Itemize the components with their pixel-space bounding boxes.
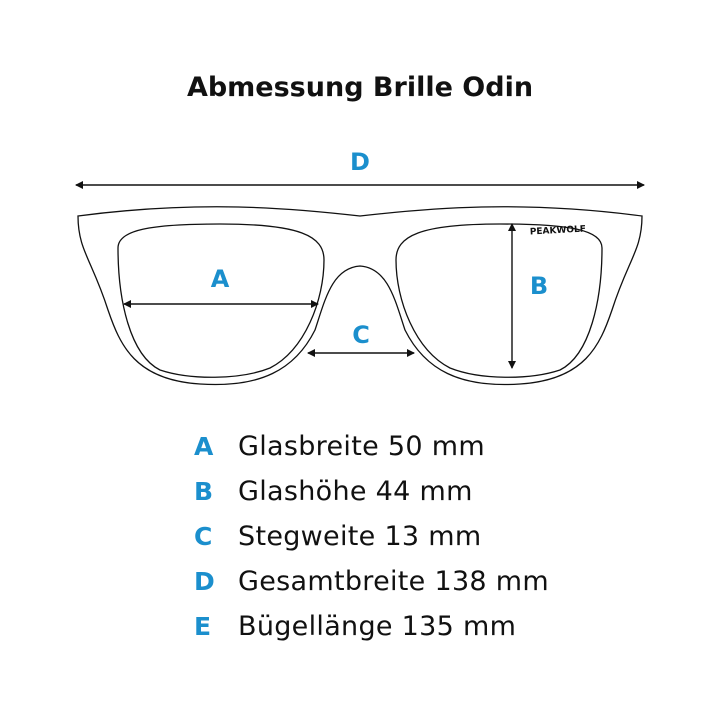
- legend-text: Bügellänge 135 mm: [238, 611, 517, 642]
- legend-text: Glasbreite 50 mm: [238, 431, 485, 462]
- legend-row-b: B Glashöhe 44 mm: [194, 469, 549, 514]
- label-b: B: [530, 272, 548, 300]
- legend-row-e: E Bügellänge 135 mm: [194, 604, 549, 649]
- legend-letter: D: [194, 567, 215, 596]
- label-d: D: [350, 148, 370, 176]
- left-lens-outline: [117, 223, 325, 378]
- legend-letter: C: [194, 522, 213, 551]
- legend-letter: B: [194, 477, 214, 506]
- brand-logo: PEAKWOLF: [530, 225, 587, 238]
- legend-letter: A: [194, 432, 214, 461]
- diagram-title: Abmessung Brille Odin: [186, 72, 534, 103]
- label-c: C: [352, 321, 370, 349]
- label-a: A: [211, 265, 230, 293]
- legend-text: Stegweite 13 mm: [238, 521, 482, 552]
- right-lens-outline: [395, 223, 603, 378]
- glasses-frame-outline: [77, 206, 643, 386]
- dimensions-legend: A Glasbreite 50 mm B Glashöhe 44 mm C St…: [194, 424, 549, 649]
- legend-row-a: A Glasbreite 50 mm: [194, 424, 549, 469]
- legend-letter: E: [194, 612, 212, 641]
- legend-text: Gesamtbreite 138 mm: [238, 566, 549, 597]
- legend-row-c: C Stegweite 13 mm: [194, 514, 549, 559]
- legend-row-d: D Gesamtbreite 138 mm: [194, 559, 549, 604]
- legend-text: Glashöhe 44 mm: [238, 476, 473, 507]
